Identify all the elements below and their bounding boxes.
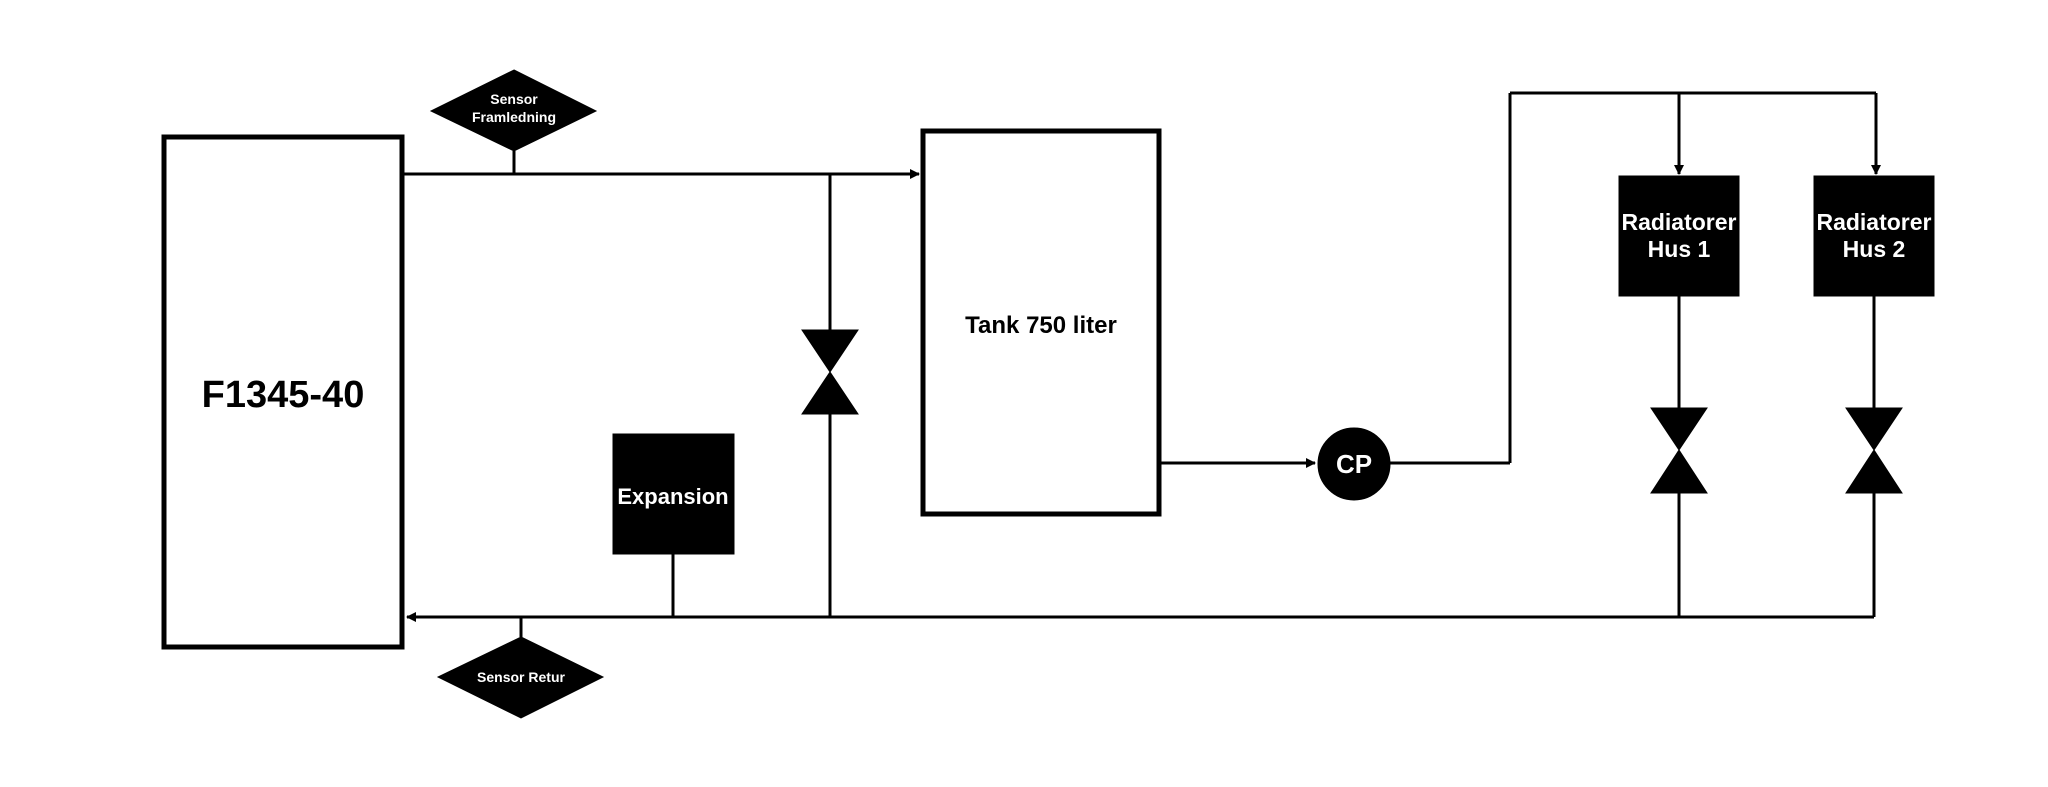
- heat-pump-node[interactable]: F1345-40: [161, 134, 405, 650]
- sensor-return-node[interactable]: Sensor Retur: [436, 636, 605, 719]
- sensor-supply-label-line-1: Sensor: [490, 91, 538, 107]
- valve-icon-lower: [1845, 449, 1903, 494]
- pipes: [403, 91, 1881, 637]
- radiator-hus-1-box: [1618, 175, 1740, 297]
- valve-icon: [1650, 407, 1708, 451]
- expansion-box: [612, 433, 735, 555]
- valve-icon: [1845, 407, 1903, 451]
- valve-hus-1[interactable]: [1650, 407, 1708, 494]
- radiator-hus-1-label-line-2: Hus 1: [1648, 236, 1711, 262]
- pump-circle: [1317, 427, 1391, 501]
- tank-node[interactable]: Tank 750 liter: [920, 128, 1162, 517]
- sensor-return-diamond: [436, 636, 605, 719]
- tank-label: Tank 750 liter: [965, 312, 1117, 339]
- pump-label: CP: [1336, 449, 1372, 479]
- bypass-valve[interactable]: [801, 329, 859, 415]
- sensor-supply-label-line-2: Framledning: [472, 109, 556, 125]
- sensor-return-label: Sensor Retur: [477, 669, 565, 685]
- sensor-supply-node[interactable]: Sensor Framledning: [429, 69, 598, 152]
- radiator-hus-2-box: [1813, 175, 1935, 297]
- valve-icon-lower: [801, 371, 859, 415]
- circulation-pump-node[interactable]: CP: [1317, 427, 1391, 501]
- heat-pump-label: F1345-40: [202, 374, 365, 416]
- radiator-hus-1-label-line-1: Radiatorer: [1621, 209, 1736, 235]
- expansion-label: Expansion: [617, 484, 728, 509]
- valve-icon-lower: [1650, 449, 1708, 494]
- valve-icon: [801, 329, 859, 373]
- tank-box: [920, 128, 1162, 517]
- radiator-hus-2-label-line-2: Hus 2: [1843, 236, 1906, 262]
- valve-hus-2[interactable]: [1845, 407, 1903, 494]
- radiator-hus-2-label-line-1: Radiatorer: [1816, 209, 1931, 235]
- radiator-hus-2-node[interactable]: Radiatorer Hus 2: [1813, 175, 1935, 297]
- radiator-hus-1-node[interactable]: Radiatorer Hus 1: [1618, 175, 1740, 297]
- heat-pump-box: [161, 134, 405, 650]
- sensor-supply-diamond: [429, 69, 598, 152]
- expansion-node[interactable]: Expansion: [612, 433, 735, 555]
